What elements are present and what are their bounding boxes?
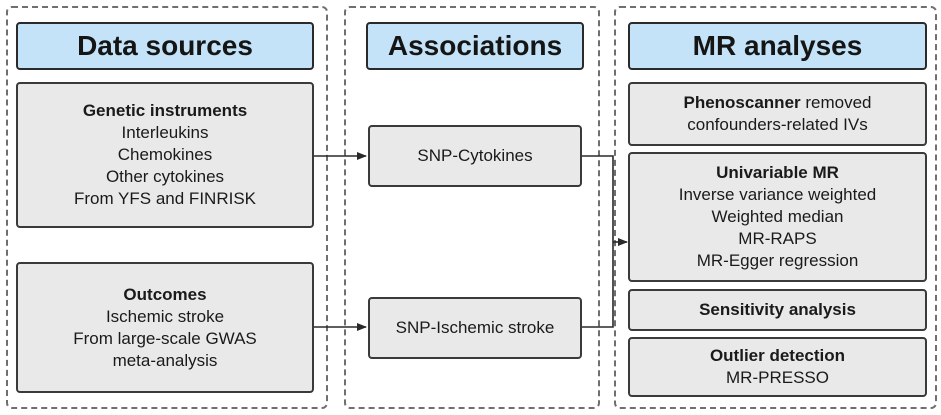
outlier-detection-box: Outlier detection MR-PRESSO — [628, 337, 927, 397]
genetic-line: Other cytokines — [105, 167, 225, 186]
mr-analyses-column — [614, 6, 937, 409]
univariable-mr-title: Univariable MR — [716, 163, 839, 182]
sensitivity-analysis-title: Sensitivity analysis — [699, 300, 856, 319]
phenoscanner-bold: Phenoscanner — [683, 93, 801, 112]
univariable-line: MR-Egger regression — [696, 251, 859, 270]
associations-header: Associations — [366, 22, 584, 70]
snp-ischemic-stroke-box: SNP-Ischemic stroke — [368, 297, 582, 359]
phenoscanner-rest: removed — [800, 93, 872, 112]
outcomes-line: Ischemic stroke — [105, 306, 225, 326]
univariable-line: MR-RAPS — [738, 229, 817, 248]
outcomes-title: Outcomes — [123, 284, 207, 304]
outlier-detection-title: Outlier detection — [709, 346, 846, 365]
phenoscanner-box: Phenoscanner removed confounders-related… — [628, 82, 927, 146]
univariable-mr-box: Univariable MR Inverse variance weighted… — [628, 152, 927, 282]
data-sources-header: Data sources — [16, 22, 314, 70]
genetic-instruments-title: Genetic instruments — [82, 101, 248, 120]
outlier-line: MR-PRESSO — [726, 368, 829, 387]
sensitivity-analysis-box: Sensitivity analysis — [628, 289, 927, 331]
phenoscanner-line-2: confounders-related IVs — [687, 115, 868, 134]
outcomes-line: From large-scale GWAS — [73, 328, 257, 348]
genetic-instruments-box: Genetic instruments Interleukins Chemoki… — [16, 82, 314, 228]
univariable-line: Weighted median — [711, 207, 844, 226]
outcomes-box: Outcomes Ischemic stroke From large-scal… — [16, 262, 314, 393]
snp-cytokines-label: SNP-Cytokines — [417, 146, 533, 165]
outcomes-line: meta-analysis — [112, 350, 218, 370]
genetic-line: Chemokines — [117, 145, 213, 164]
phenoscanner-line-1: Phenoscanner removed — [683, 92, 871, 114]
data-sources-column — [6, 6, 328, 409]
genetic-line: Interleukins — [121, 123, 209, 142]
genetic-line: From YFS and FINRISK — [73, 189, 256, 208]
snp-cytokines-box: SNP-Cytokines — [368, 125, 582, 187]
univariable-line: Inverse variance weighted — [678, 185, 877, 204]
mr-analyses-header: MR analyses — [628, 22, 927, 70]
snp-ischemic-stroke-label: SNP-Ischemic stroke — [395, 318, 555, 337]
